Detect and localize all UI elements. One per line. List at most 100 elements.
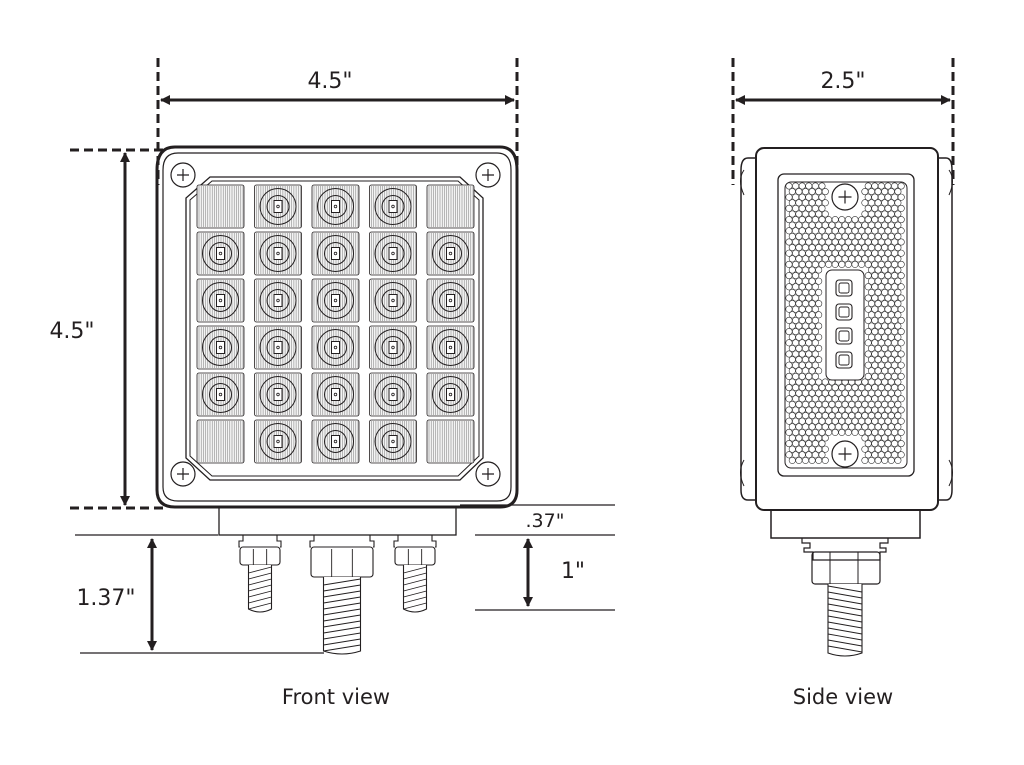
- led-cell: [196, 231, 245, 276]
- mounting-base: [218, 506, 457, 536]
- hex-nut: [239, 546, 281, 566]
- led-cell: [254, 372, 302, 417]
- led-cell: [426, 231, 475, 276]
- led-cell: [369, 325, 417, 370]
- front-housing: [155, 145, 519, 509]
- led-chip: [331, 294, 340, 307]
- screw-icon: [170, 461, 196, 487]
- led-chip: [446, 247, 455, 260]
- led-ring: [317, 329, 354, 366]
- led-ring: [259, 376, 297, 413]
- led-cell: [196, 325, 245, 370]
- led-ring: [202, 282, 239, 319]
- screw-icon: [831, 183, 859, 211]
- led-chip: [216, 341, 225, 354]
- stud-length-dimension: 1.37": [75, 534, 324, 654]
- screw-icon: [170, 162, 196, 188]
- honeycomb-lens: [784, 181, 908, 469]
- screw-icon: [475, 461, 501, 487]
- led-cell: [196, 278, 245, 323]
- led-ring: [374, 282, 412, 319]
- led-cell: [196, 419, 245, 464]
- led-chip: [388, 388, 398, 401]
- led-chip: [446, 388, 455, 401]
- led-chip: [273, 341, 283, 354]
- led-ring: [432, 282, 469, 319]
- base-depth-label: .37": [526, 510, 565, 532]
- led-ring: [432, 376, 469, 413]
- screw-icon: [831, 440, 859, 468]
- led-ring: [259, 282, 297, 319]
- led-ring: [317, 423, 354, 460]
- led-cell: [426, 278, 475, 323]
- led-cell: [254, 278, 302, 323]
- threaded-stud: [393, 534, 437, 613]
- side-housing: [740, 147, 953, 511]
- led-cell: [196, 184, 245, 229]
- led-chip: [388, 435, 398, 448]
- led-cell: [369, 419, 417, 464]
- led-chip: [273, 294, 283, 307]
- screw-icon: [475, 162, 501, 188]
- led-chip: [216, 247, 225, 260]
- led-cell: [311, 325, 360, 370]
- threaded-stud: [309, 534, 375, 655]
- led-chip: [273, 247, 283, 260]
- hex-nut: [394, 546, 436, 566]
- led-ring: [317, 188, 354, 225]
- led-chip: [216, 388, 225, 401]
- led-chip: [273, 435, 283, 448]
- led-ring: [202, 376, 239, 413]
- led-ring: [374, 235, 412, 272]
- front-height-label: 4.5": [49, 319, 94, 344]
- front-width-label: 4.5": [307, 69, 352, 94]
- led-ring: [259, 329, 297, 366]
- side-stud-thread: [827, 584, 863, 657]
- small-stud-label: 1": [561, 559, 585, 584]
- led-grid: [196, 184, 475, 464]
- led-cell: [369, 231, 417, 276]
- front-width-dimension: 4.5": [156, 58, 519, 185]
- led-chip: [446, 341, 455, 354]
- side-view-caption: Side view: [793, 685, 893, 709]
- side-led: [835, 303, 853, 321]
- led-cell: [426, 325, 475, 370]
- led-chip: [388, 247, 398, 260]
- led-chip: [331, 247, 340, 260]
- side-width-label: 2.5": [820, 69, 865, 94]
- led-ring: [317, 376, 354, 413]
- led-cell: [426, 184, 475, 229]
- threaded-stud: [238, 534, 282, 613]
- led-chip: [446, 294, 455, 307]
- led-ring: [202, 235, 239, 272]
- front-height-dimension: 4.5": [49, 148, 166, 510]
- side-screws: [831, 183, 859, 468]
- led-ring: [374, 423, 412, 460]
- led-chip: [331, 341, 340, 354]
- led-cell: [196, 372, 245, 417]
- led-cell: [254, 184, 302, 229]
- led-cell: [311, 278, 360, 323]
- led-cell: [311, 231, 360, 276]
- front-view: 4.5" 4.5" 1.37" .37" 1": [49, 58, 615, 709]
- led-ring: [202, 329, 239, 366]
- side-view: 2.5" Side view: [731, 58, 955, 709]
- led-ring: [317, 235, 354, 272]
- led-cell: [369, 372, 417, 417]
- side-base: [770, 509, 921, 585]
- led-cell: [311, 419, 360, 464]
- side-led: [835, 351, 853, 369]
- led-chip: [331, 200, 340, 213]
- led-cell: [254, 231, 302, 276]
- led-chip: [273, 200, 283, 213]
- led-ring: [432, 235, 469, 272]
- led-ring: [317, 282, 354, 319]
- led-chip: [388, 294, 398, 307]
- led-cell: [254, 325, 302, 370]
- led-chip: [388, 341, 398, 354]
- led-cell: [369, 278, 417, 323]
- led-cell: [311, 184, 360, 229]
- side-led-strip: [835, 279, 853, 369]
- stud-length-label: 1.37": [76, 586, 135, 611]
